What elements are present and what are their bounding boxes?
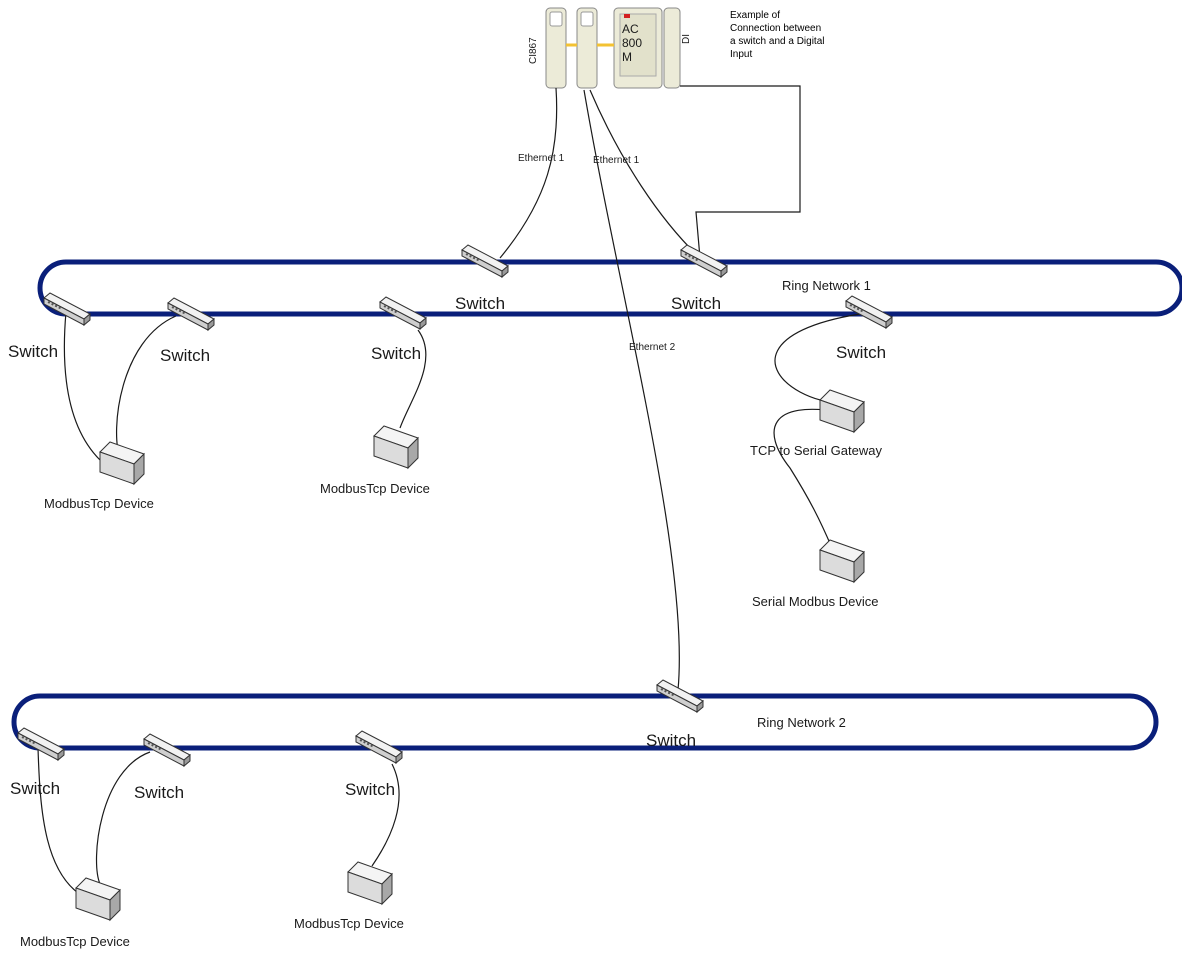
ring2-switch-2-label: Switch	[134, 783, 185, 802]
serial-modbus-device-label: Serial Modbus Device	[752, 594, 879, 609]
tcp-serial-gateway-label: TCP to Serial Gateway	[750, 443, 882, 458]
note-line-4: Input	[730, 49, 753, 60]
ci867-label: CI867	[528, 37, 539, 64]
ring-network-2-label: Ring Network 2	[757, 715, 846, 730]
di-connection-note: Example of Connection between a switch a…	[730, 9, 825, 61]
ac800m-label: AC 800 M	[622, 22, 643, 64]
ring-network-1-label: Ring Network 1	[782, 278, 871, 293]
ring2-modbus-device-2[interactable]	[347, 861, 393, 905]
ring1-modbus-device-1-label: ModbusTcp Device	[44, 496, 154, 511]
ring1-modbus-device-1[interactable]	[99, 441, 145, 485]
note-line-3: a switch and a Digital	[730, 36, 825, 47]
di-label: DI	[681, 34, 692, 44]
tcp-serial-gateway[interactable]	[819, 389, 865, 433]
ring1-modbus-device-2[interactable]	[373, 425, 419, 469]
ring2-modbus-device-1-label: ModbusTcp Device	[20, 934, 130, 949]
ring2-modbus-device-2-label: ModbusTcp Device	[294, 916, 404, 931]
cable-gw-serial	[773, 408, 841, 549]
cable-r2-s1-dev	[37, 747, 91, 901]
cable-r1-s3-dev	[399, 329, 427, 429]
ring2-switch-1-label: Switch	[10, 779, 61, 798]
cable-r2-s2-dev	[95, 751, 151, 885]
ring2-modbus-device-1[interactable]	[75, 877, 121, 921]
cable-r1-s1-dev	[63, 311, 101, 461]
ring1-switch-3-label: Switch	[371, 344, 422, 363]
ring1-switch-2-label: Switch	[160, 346, 211, 365]
note-line-1: Example of	[730, 10, 781, 21]
ring1-switch-5-label: Switch	[671, 294, 722, 313]
ring2-switch-3-label: Switch	[345, 780, 396, 799]
ring2-switch-4-label: Switch	[646, 731, 697, 750]
di-module[interactable]	[663, 7, 681, 89]
ethernet-2-label: Ethernet 2	[629, 342, 676, 353]
ring1-switch-4-label: Switch	[455, 294, 506, 313]
ring-network-2	[11, 693, 1159, 751]
controller-rack	[545, 7, 681, 89]
cable-r1-s2-dev	[115, 315, 177, 459]
ring1-switch-1-label: Switch	[8, 342, 59, 361]
cable-r2-s3-dev	[371, 763, 400, 867]
ethernet-1-right-label: Ethernet 1	[593, 155, 640, 166]
serial-modbus-device[interactable]	[819, 539, 865, 583]
ring1-modbus-device-2-label: ModbusTcp Device	[320, 481, 430, 496]
ring-network-1	[37, 259, 1182, 317]
note-line-2: Connection between	[730, 23, 822, 34]
cable-eth2	[583, 89, 680, 691]
cable-eth1-right	[589, 89, 701, 259]
ci867-module-2[interactable]	[576, 7, 598, 89]
cable-di	[680, 85, 801, 259]
ring1-switch-6-label: Switch	[836, 343, 887, 362]
cable-eth1-left	[499, 87, 558, 259]
ethernet-1-left-label: Ethernet 1	[518, 153, 565, 164]
